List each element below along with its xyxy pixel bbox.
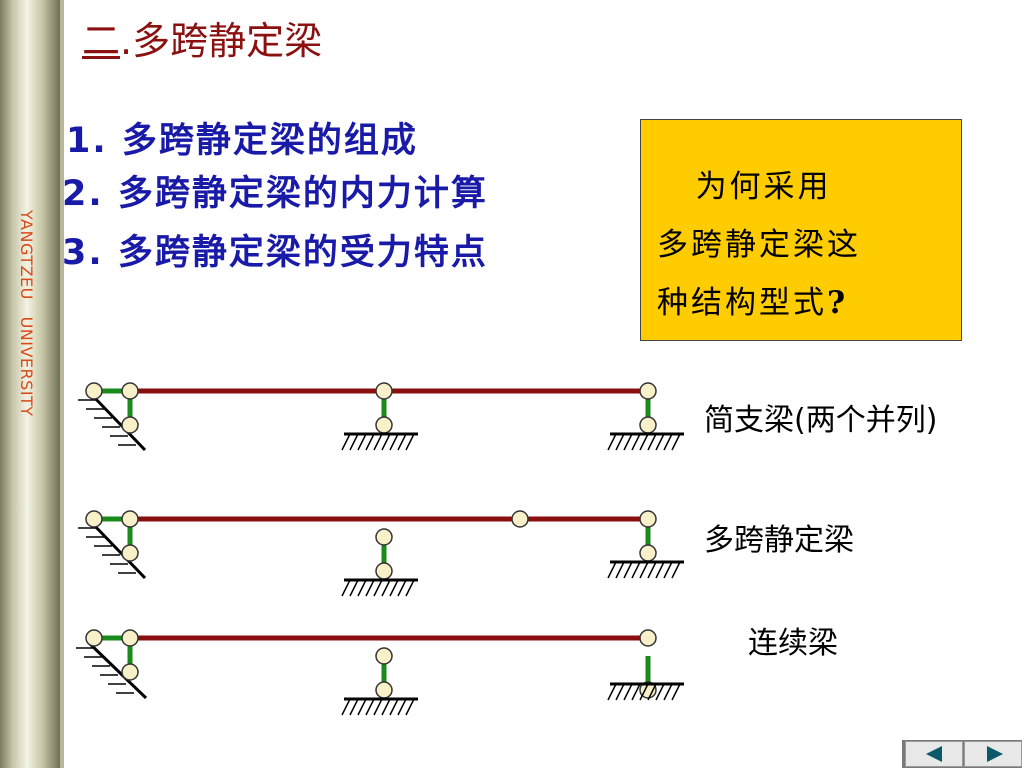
triangle-right-icon — [987, 746, 1003, 762]
previous-slide-button[interactable] — [905, 741, 963, 767]
title-separator: . — [120, 19, 133, 63]
question-line-2: 多跨静定梁这 — [657, 227, 861, 263]
label-multispan-beam: 多跨静定梁 — [704, 523, 854, 558]
hinges — [85, 382, 657, 434]
title-number: 二 — [82, 19, 121, 63]
hinges — [85, 629, 657, 699]
slide-title: 二.多跨静定梁 — [82, 10, 322, 65]
outline-item-3: 3. 多跨静定梁的受力特点 — [62, 233, 488, 273]
sidebar-decoration — [0, 0, 60, 768]
question-mark: ? — [827, 285, 849, 321]
wall-hatch — [78, 527, 136, 574]
ground-middle — [341, 578, 418, 597]
label-continuous-beam: 连续梁 — [748, 626, 838, 661]
wall-line — [90, 521, 147, 580]
question-text: 为何采用 多跨静定梁这 种结构型式? — [657, 158, 947, 332]
wall-line — [86, 640, 148, 700]
triangle-left-icon — [926, 746, 942, 762]
question-line-1: 为何采用 — [657, 169, 832, 205]
ground-right — [607, 560, 684, 579]
question-box: 为何采用 多跨静定梁这 种结构型式? — [640, 119, 962, 341]
university-name: YANGTZEU UNIVERSITY — [17, 210, 36, 417]
question-line-3: 种结构型式 — [657, 285, 827, 321]
multispan-beam-diagram — [78, 510, 684, 597]
continuous-beam-diagram — [76, 629, 684, 716]
sidebar-edge — [60, 0, 64, 768]
label-simple-beam: 简支梁(两个并列) — [704, 403, 938, 438]
ground-right — [607, 432, 684, 451]
ground-middle — [341, 432, 418, 451]
wall-hatch — [76, 647, 134, 694]
wall-hatch — [78, 399, 136, 446]
outline-item-2: 2. 多跨静定梁的内力计算 — [62, 174, 488, 214]
wall-line — [90, 393, 147, 452]
ground-right — [607, 682, 684, 701]
next-slide-button[interactable] — [964, 741, 1022, 767]
ground-middle — [341, 697, 418, 716]
simple-beam-diagram — [78, 382, 684, 452]
outline-item-1: 1. 多跨静定梁的组成 — [66, 121, 418, 161]
title-text: 多跨静定梁 — [132, 19, 323, 63]
